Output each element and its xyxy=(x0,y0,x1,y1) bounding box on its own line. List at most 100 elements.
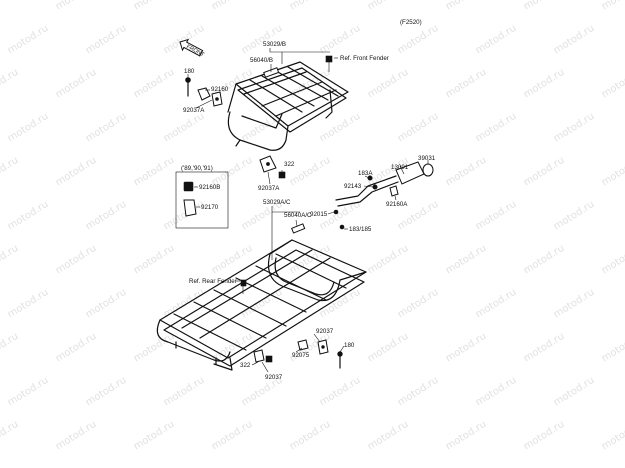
label-92160: 92160 xyxy=(211,86,229,93)
watermark-text: motod.ru xyxy=(132,243,177,277)
watermark-text: motod.ru xyxy=(552,287,597,321)
front-carrier xyxy=(227,61,349,151)
watermark-text: motod.ru xyxy=(552,375,597,409)
label-92075: 92075 xyxy=(292,352,310,359)
watermark-text: motod.ru xyxy=(600,67,625,101)
front-carrier-lip-inner xyxy=(241,113,283,129)
rear-lower-mounts xyxy=(253,339,343,369)
watermark-text: motod.ru xyxy=(366,243,411,277)
watermark-text: motod.ru xyxy=(318,111,363,145)
grab-handle-stay-2 xyxy=(337,181,399,207)
watermark-text: motod.ru xyxy=(522,0,567,13)
label-92160B: 92160B xyxy=(199,184,220,191)
rear-carrier xyxy=(156,239,367,371)
bolt-icon xyxy=(325,55,333,63)
label-92160A: 92160A xyxy=(386,201,408,208)
bolt-183A-icon xyxy=(367,175,373,181)
label-183A: 183A xyxy=(358,170,373,177)
watermark-text: motod.ru xyxy=(366,331,411,365)
label-years: ('89,'90,'91) xyxy=(181,165,213,172)
front-carrier-crossbars xyxy=(249,66,339,113)
watermark-text: motod.ru xyxy=(240,287,285,321)
watermark-text: motod.ru xyxy=(318,23,363,57)
watermark-text: motod.ru xyxy=(600,0,625,13)
watermark-text: motod.ru xyxy=(132,331,177,365)
watermark-text: motod.ru xyxy=(54,419,99,453)
watermark-text: motod.ru xyxy=(600,243,625,277)
watermark-text: motod.ru xyxy=(444,67,489,101)
front-carrier-leg xyxy=(325,89,333,119)
watermark-text: motod.ru xyxy=(132,155,177,189)
watermark-text: motod.ru xyxy=(210,419,255,453)
watermark-text: motod.ru xyxy=(0,331,20,365)
inset-frame xyxy=(175,171,229,229)
bolt-icon xyxy=(240,279,247,287)
rear-carrier-rails xyxy=(181,249,331,339)
watermark-text: motod.ru xyxy=(318,287,363,321)
watermark-text: motod.ru xyxy=(6,199,51,233)
label-92170: 92170 xyxy=(201,204,219,211)
watermark-text: motod.ru xyxy=(366,419,411,453)
watermark-text: motod.ru xyxy=(132,0,177,13)
watermark-text: motod.ru xyxy=(600,155,625,189)
watermark-text: motod.ru xyxy=(54,243,99,277)
bolt-head-icon xyxy=(185,77,191,83)
watermark-text: motod.ru xyxy=(54,155,99,189)
rear-carrier-hoop-inner xyxy=(274,257,335,296)
label-13091: 13091 xyxy=(391,164,409,171)
label-53029AC: 53029A/C xyxy=(263,199,291,206)
watermark-text: motod.ru xyxy=(6,375,51,409)
watermark-text: motod.ru xyxy=(54,0,99,13)
watermark-text: motod.ru xyxy=(0,155,20,189)
label-ref-front-fender: Ref. Front Fender xyxy=(340,55,389,62)
hook-leaders xyxy=(327,160,429,230)
watermark-text: motod.ru xyxy=(474,287,519,321)
watermark-text: motod.ru xyxy=(0,243,20,277)
watermark-text: motod.ru xyxy=(552,23,597,57)
watermark-text: motod.ru xyxy=(396,111,441,145)
front-carrier-frame xyxy=(235,61,349,127)
nut-322-rear-icon xyxy=(265,355,273,363)
front-arrow-label: FRONT xyxy=(185,44,205,59)
front-carrier-lip-sides xyxy=(227,83,289,141)
label-92037-rear: 92037 xyxy=(265,374,283,381)
watermark-text: motod.ru xyxy=(6,111,51,145)
bolt-180-rear-icon xyxy=(337,351,343,357)
stay-92143-icon xyxy=(372,184,378,190)
label-92037A: 92037A xyxy=(183,107,205,114)
watermark-text: motod.ru xyxy=(162,375,207,409)
bracket-92037-icon xyxy=(253,349,265,363)
watermark-text: motod.ru xyxy=(84,23,129,57)
front-carrier-lip xyxy=(227,111,287,151)
rear-leaders xyxy=(236,206,345,373)
label-92037A-lower: 92037A xyxy=(258,185,280,192)
watermark-text: motod.ru xyxy=(522,67,567,101)
block-92170-icon xyxy=(183,199,197,217)
rear-pad-56040AC xyxy=(291,223,306,234)
label-39031: 39031 xyxy=(418,155,436,162)
watermark-text: motod.ru xyxy=(522,155,567,189)
watermark-text: motod.ru xyxy=(84,199,129,233)
label-92015: 92015 xyxy=(310,211,328,218)
front-arrow-icon xyxy=(179,38,204,57)
watermark-text: motod.ru xyxy=(444,419,489,453)
front-pad-56040B xyxy=(263,67,280,78)
watermark-text: motod.ru xyxy=(444,155,489,189)
watermark-text: motod.ru xyxy=(522,243,567,277)
label-92143: 92143 xyxy=(344,183,362,190)
watermark-text: motod.ru xyxy=(162,111,207,145)
watermark-text: motod.ru xyxy=(474,23,519,57)
cap-92160B-icon xyxy=(183,181,194,192)
front-carrier-frame-lower xyxy=(237,67,347,133)
bolts-183-185-icon xyxy=(339,224,345,230)
label-56040B: 56040/B xyxy=(250,57,273,64)
rear-carrier-lip xyxy=(156,319,231,362)
watermark-text: motod.ru xyxy=(240,23,285,57)
watermark-text: motod.ru xyxy=(54,67,99,101)
watermark-text: motod.ru xyxy=(54,331,99,365)
watermark-text: motod.ru xyxy=(288,0,333,13)
watermark-text: motod.ru xyxy=(474,111,519,145)
front-ref-bolt xyxy=(325,55,333,72)
diagram-code: (F2520) xyxy=(400,19,422,26)
